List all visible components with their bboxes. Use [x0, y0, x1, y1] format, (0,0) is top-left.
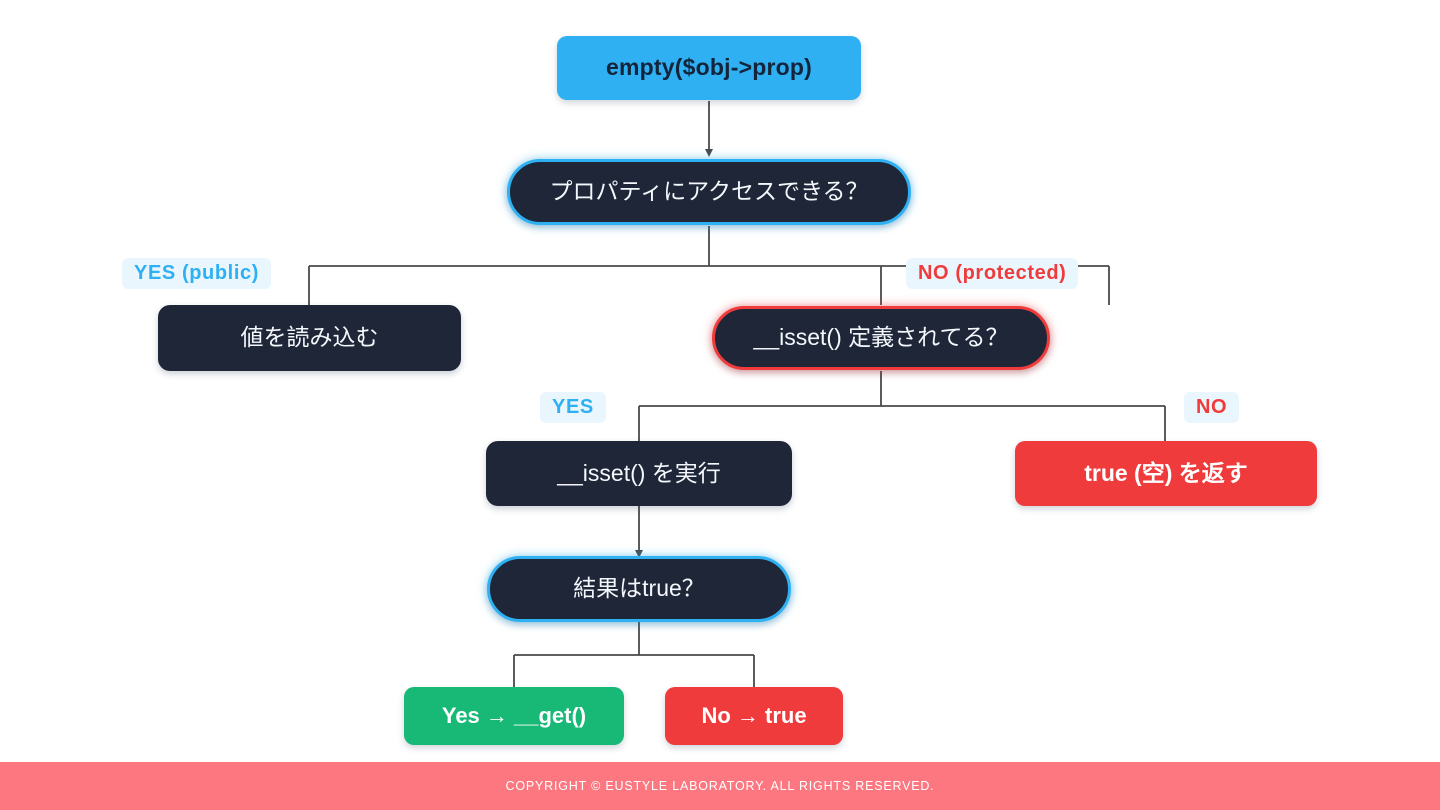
node-terminal-no-true[interactable]: No → true [665, 687, 843, 745]
branch-label-yes-isset: YES [540, 392, 606, 423]
node-start-empty-call[interactable]: empty($obj->prop) [557, 36, 861, 100]
node-terminal-return-true-empty[interactable]: true (空) を返す [1015, 441, 1317, 506]
node-decision-can-access-property[interactable]: プロパティにアクセスできる？ [507, 159, 911, 225]
node-decision-isset-defined[interactable]: __isset() 定義されてる？ [712, 306, 1050, 370]
branch-label-yes-public: YES (public) [122, 258, 271, 289]
node-process-run-isset[interactable]: __isset() を実行 [486, 441, 792, 506]
node-decision-result-is-true[interactable]: 結果はtrue？ [487, 556, 791, 622]
branch-label-no-protected: NO (protected) [906, 258, 1079, 289]
node-process-read-value[interactable]: 値を読み込む [158, 305, 461, 371]
branch-label-no-isset: NO [1184, 392, 1240, 423]
footer-bar: COPYRIGHT © EUSTYLE LABORATORY. ALL RIGH… [0, 762, 1440, 810]
node-terminal-yes-get[interactable]: Yes → __get() [404, 687, 624, 745]
copyright-text: COPYRIGHT © EUSTYLE LABORATORY. ALL RIGH… [505, 779, 935, 793]
